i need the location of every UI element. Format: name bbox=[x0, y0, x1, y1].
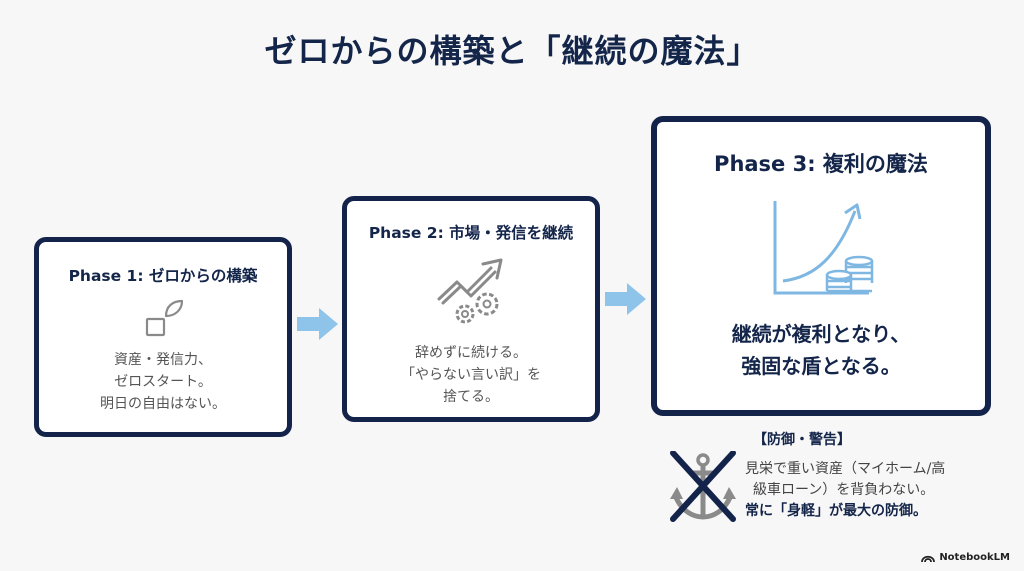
compound-growth-icon bbox=[773, 201, 874, 295]
phase-2-card: Phase 2: 市場・発信を継続 辞めずに続ける。 「やらない言い訳」を 捨て… bbox=[342, 196, 600, 422]
phase-1-card: Phase 1: ゼロからの構築 資産・発信力、 ゼロスタート。 明日の自由はな… bbox=[34, 237, 292, 437]
phase-1-description: 資産・発信力、 ゼロスタート。 明日の自由はない。 bbox=[39, 349, 287, 415]
notebooklm-logo-icon bbox=[921, 555, 936, 563]
growth-gears-icon bbox=[437, 258, 503, 324]
phase-2-line: 辞めずに続ける。 bbox=[415, 345, 527, 361]
crossed-anchor-icon bbox=[670, 451, 736, 522]
phase-2-title: Phase 2: 市場・発信を継続 bbox=[368, 224, 574, 242]
phase-3-card: Phase 3: 複利の魔法 継続が複利となり、 強固な盾となる。 bbox=[651, 116, 991, 416]
warning-text: 見栄で重い資産（マイホーム/高 級車ローン）を背負わない。 常に「身軽」が最大の… bbox=[745, 459, 945, 522]
phase-3-title: Phase 3: 複利の魔法 bbox=[714, 152, 928, 176]
phase-3-line: 強固な盾となる。 bbox=[741, 354, 901, 378]
warning-line: 見栄で重い資産（マイホーム/高 bbox=[745, 461, 946, 477]
seedling-icon bbox=[145, 299, 184, 337]
warning-heading: 【防御・警告】 bbox=[753, 432, 851, 448]
page-title: ゼロからの構築と「継続の魔法」 bbox=[264, 32, 760, 70]
phase-1-line: ゼロスタート。 bbox=[114, 374, 212, 390]
warning-line: 級車ローン）を背負わない。 bbox=[753, 482, 935, 498]
phase-3-line: 継続が複利となり、 bbox=[731, 322, 911, 346]
warning-section: 【防御・警告】 見栄で重い資産（マイホーム/高 級車ローン）を背負わない。 常に… bbox=[667, 427, 987, 537]
flow-arrow-icon bbox=[605, 283, 646, 315]
phase-2-description: 辞めずに続ける。 「やらない言い訳」を 捨てる。 bbox=[347, 342, 595, 408]
phase-2-line: 「やらない言い訳」を bbox=[401, 367, 541, 383]
phase-3-description: 継続が複利となり、 強固な盾となる。 bbox=[657, 318, 985, 382]
phase-1-line: 明日の自由はない。 bbox=[100, 396, 226, 412]
brand-watermark: NotebookLM bbox=[921, 552, 1010, 563]
phase-1-title: Phase 1: ゼロからの構築 bbox=[68, 267, 258, 285]
warning-line: 常に「身軽」が最大の防御。 bbox=[745, 503, 927, 519]
flow-arrow-icon bbox=[297, 308, 338, 340]
phase-2-line: 捨てる。 bbox=[443, 389, 499, 405]
brand-name: NotebookLM bbox=[939, 552, 1010, 563]
phase-1-line: 資産・発信力、 bbox=[114, 352, 212, 368]
